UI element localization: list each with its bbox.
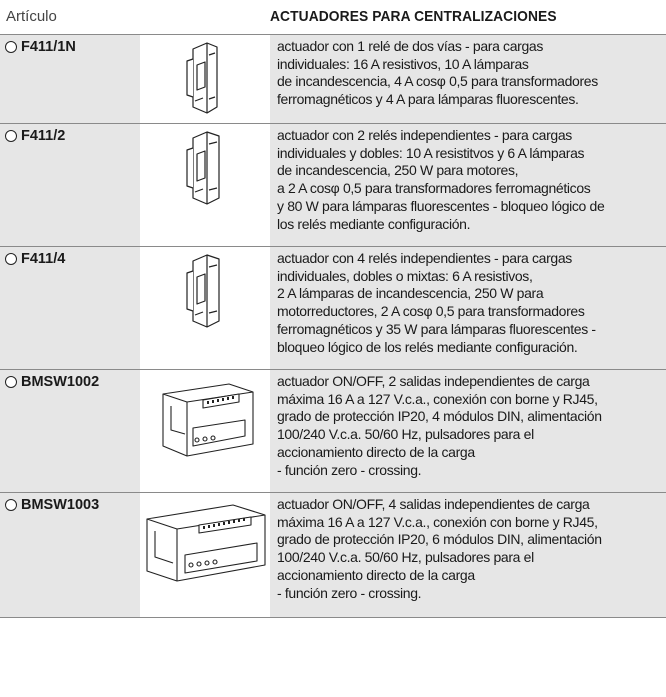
product-image-cell bbox=[141, 247, 269, 369]
radio-icon[interactable] bbox=[5, 376, 17, 388]
bmsw1003-module-icon bbox=[146, 504, 266, 582]
code-cell: F411/4 bbox=[0, 247, 140, 369]
product-code: BMSW1002 bbox=[5, 374, 99, 390]
description-cell: actuador con 2 relés independientes - pa… bbox=[270, 124, 666, 246]
product-description: actuador con 2 relés independientes - pa… bbox=[277, 127, 605, 232]
table-header: Artículo ACTUADORES PARA CENTRALIZACIONE… bbox=[0, 0, 666, 34]
product-description: actuador ON/OFF, 2 salidas independiente… bbox=[277, 373, 602, 478]
description-cell: actuador con 1 relé de dos vías - para c… bbox=[270, 35, 666, 123]
code-cell: BMSW1003 bbox=[0, 493, 140, 617]
product-code-text: BMSW1003 bbox=[21, 497, 100, 513]
product-table: F411/1N actuador con 1 relé de dos vías … bbox=[0, 34, 666, 618]
product-image-cell bbox=[141, 124, 269, 246]
code-cell: F411/2 bbox=[0, 124, 140, 246]
column-header-articulo: Artículo bbox=[6, 8, 57, 25]
din-module-4-icon bbox=[186, 254, 220, 328]
description-cell: actuador ON/OFF, 4 salidas independiente… bbox=[270, 493, 666, 617]
code-cell: BMSW1002 bbox=[0, 370, 140, 492]
product-image-cell bbox=[141, 35, 269, 123]
code-cell: F411/1N bbox=[0, 35, 140, 123]
section-title: ACTUADORES PARA CENTRALIZACIONES bbox=[270, 8, 557, 25]
table-row: F411/4 actuador con 4 relés independient… bbox=[0, 247, 666, 370]
radio-icon[interactable] bbox=[5, 41, 17, 53]
product-description: actuador ON/OFF, 4 salidas independiente… bbox=[277, 496, 602, 601]
product-code-text: F411/2 bbox=[21, 128, 66, 144]
product-description: actuador con 4 relés independientes - pa… bbox=[277, 250, 596, 355]
table-row: F411/2 actuador con 2 relés independient… bbox=[0, 124, 666, 247]
product-code-text: BMSW1002 bbox=[21, 374, 100, 390]
description-cell: actuador ON/OFF, 2 salidas independiente… bbox=[270, 370, 666, 492]
product-code-text: F411/4 bbox=[21, 251, 66, 267]
product-image-cell bbox=[141, 493, 269, 617]
din-module-2-icon bbox=[186, 131, 220, 205]
table-row: F411/1N actuador con 1 relé de dos vías … bbox=[0, 34, 666, 124]
radio-icon[interactable] bbox=[5, 499, 17, 511]
table-row: BMSW1002 bbox=[0, 370, 666, 493]
radio-icon[interactable] bbox=[5, 130, 17, 142]
product-code: F411/2 bbox=[5, 128, 65, 144]
product-image-cell bbox=[141, 370, 269, 492]
product-code: BMSW1003 bbox=[5, 497, 99, 513]
product-description: actuador con 1 relé de dos vías - para c… bbox=[277, 38, 598, 108]
product-code-text: F411/1N bbox=[21, 39, 76, 55]
product-code: F411/4 bbox=[5, 251, 65, 267]
table-row: BMSW1003 bbox=[0, 493, 666, 618]
radio-icon[interactable] bbox=[5, 253, 17, 265]
product-code: F411/1N bbox=[5, 39, 76, 55]
description-cell: actuador con 4 relés independientes - pa… bbox=[270, 247, 666, 369]
bmsw1002-module-icon bbox=[162, 383, 254, 457]
din-module-1-icon bbox=[186, 42, 218, 114]
